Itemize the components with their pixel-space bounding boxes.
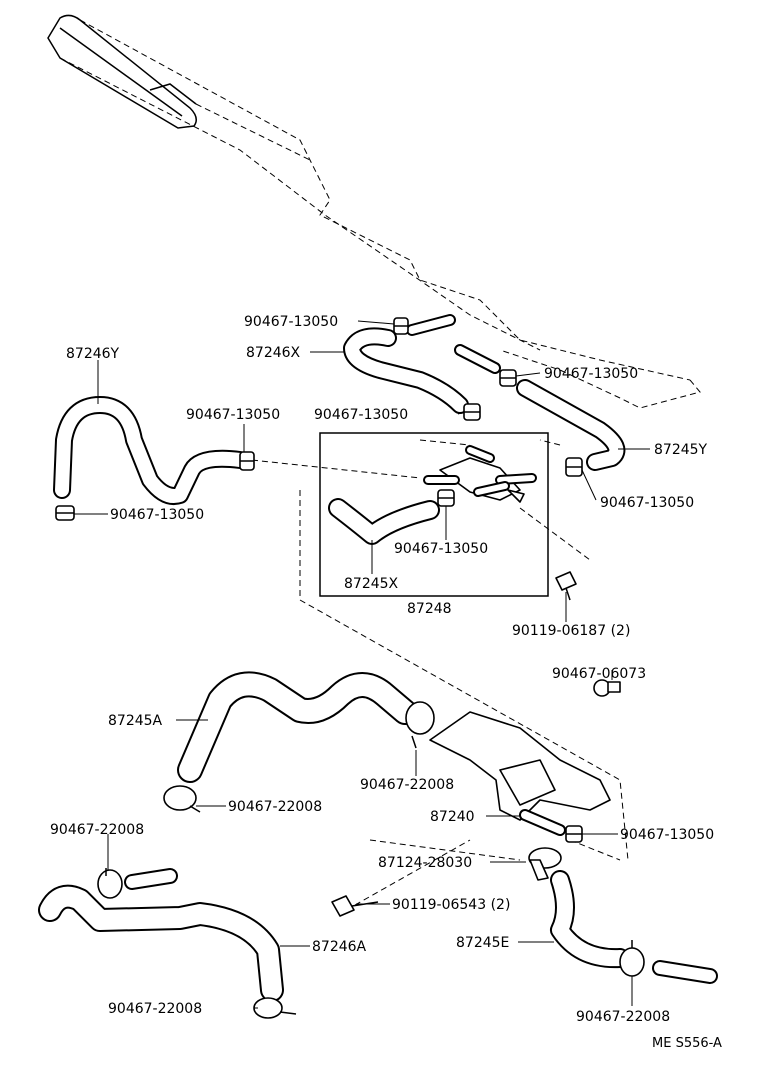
- hose-87246A-stub: [124, 868, 178, 890]
- clamp-right-b: [565, 457, 583, 477]
- valve-87240: [429, 711, 611, 836]
- bolt-top: [555, 571, 577, 601]
- label-clamp-22008-b: 90467-22008: [360, 777, 454, 793]
- label-plug: 90467-06073: [552, 666, 646, 682]
- clamp-87246A-top: [97, 868, 123, 899]
- hose-87246Y: [53, 396, 249, 505]
- label-mid-clamp: 90467-13050: [314, 407, 408, 423]
- clamps-13050: [55, 317, 583, 843]
- label-87245E: 87245E: [456, 935, 509, 951]
- plug: [593, 679, 621, 697]
- clamp-mid: [463, 403, 481, 421]
- label-87124: 87124-28030: [378, 855, 472, 871]
- leader-lines: [74, 320, 650, 1009]
- clamp-box: [437, 489, 455, 507]
- pipe-top: [406, 314, 501, 374]
- clamp-87245A-a: [405, 701, 435, 749]
- label-87246Y: 87246Y: [66, 346, 120, 362]
- valve-body: [423, 445, 537, 503]
- label-87240: 87240: [430, 809, 475, 825]
- hose-87245E-stub: [652, 960, 718, 984]
- clamp-87246Y: [55, 505, 75, 521]
- label-87245A: 87245A: [108, 713, 163, 729]
- dashed-guides: [251, 439, 629, 906]
- label-87246X: 87246X: [246, 345, 301, 361]
- label-reference-code: ME S556-A: [652, 1036, 722, 1051]
- hose-87245E: [550, 870, 630, 969]
- hose-87246X: [343, 327, 469, 414]
- label-clamp-22008-a: 90467-22008: [228, 799, 322, 815]
- hose-87246A: [38, 884, 284, 1002]
- label-right-clamp-b: 90467-13050: [600, 495, 694, 511]
- clamp-top: [393, 317, 409, 335]
- hose-87245A: [177, 671, 418, 783]
- label-87245Y: 87245Y: [654, 442, 708, 458]
- dashboard-duct: [47, 14, 701, 409]
- clamp-87246A-bottom: [253, 997, 297, 1019]
- label-right-clamp-a: 90467-13050: [544, 366, 638, 382]
- clamp-87245A-b: [163, 785, 201, 813]
- label-87246Y-clamp: 90467-13050: [110, 507, 204, 523]
- label-clamp-22008-e: 90467-22008: [576, 1009, 670, 1025]
- connector-87124: [528, 847, 562, 881]
- hose-87245X: [328, 498, 440, 545]
- clamp-low-right: [565, 825, 583, 843]
- clamp-left: [239, 451, 255, 471]
- bolt-bottom: [331, 895, 379, 917]
- labels: 90467-13050 87246X 87246Y 90467-13050 90…: [50, 314, 722, 1051]
- assembly-box-87248: [319, 432, 549, 597]
- label-box-clamp: 90467-13050: [394, 541, 488, 557]
- label-clamp-22008-c: 90467-22008: [50, 822, 144, 838]
- label-clamp-low-right: 90467-13050: [620, 827, 714, 843]
- label-clamp-22008-d: 90467-22008: [108, 1001, 202, 1017]
- label-bolt-top: 90119-06187 (2): [512, 623, 630, 639]
- label-87246A: 87246A: [312, 939, 367, 955]
- label-top-clamp: 90467-13050: [244, 314, 338, 330]
- clamp-right-a: [499, 369, 517, 387]
- hose-87245Y: [516, 379, 626, 471]
- label-left-clamp-a: 90467-13050: [186, 407, 280, 423]
- clamp-87245E: [619, 940, 645, 977]
- label-87245X: 87245X: [344, 576, 399, 592]
- label-87248: 87248: [407, 601, 452, 617]
- label-bolt-bottom: 90119-06543 (2): [392, 897, 510, 913]
